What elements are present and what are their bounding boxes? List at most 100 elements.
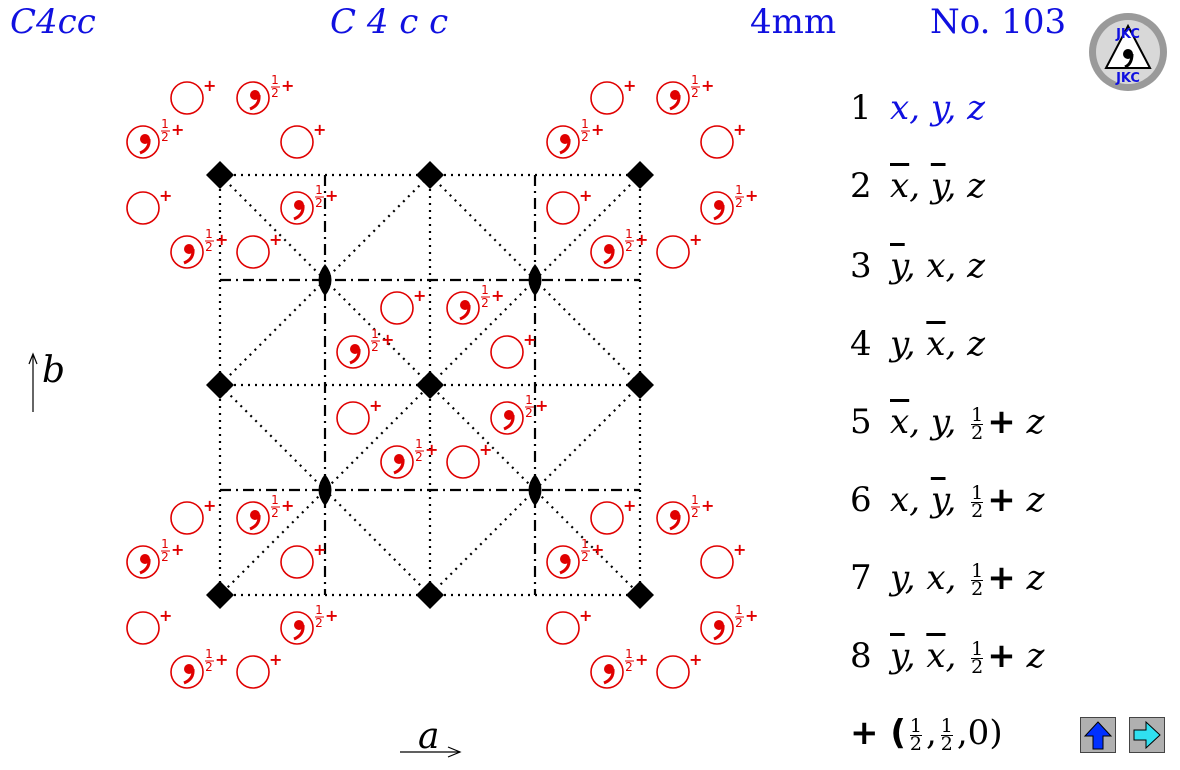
diagonal-line	[219, 174, 641, 596]
position-number: 2	[850, 166, 872, 206]
half-denominator: 2	[415, 450, 423, 464]
plus-label: +	[523, 330, 536, 349]
twofold-axis-symbol	[528, 264, 542, 296]
plus-label: +	[733, 540, 746, 559]
plus-label: +	[579, 186, 592, 205]
position-marker-comma: 12+	[700, 603, 758, 645]
coordinate: y	[890, 636, 905, 676]
fourfold-axis-symbol	[416, 161, 444, 189]
position-marker: +	[380, 286, 426, 325]
coordinate: x	[926, 636, 946, 676]
coordinate: z	[967, 166, 986, 206]
coordinate: y	[930, 480, 946, 520]
plus: +	[987, 480, 1016, 520]
position-marker-comma: 12+	[446, 283, 504, 325]
half-numerator: 1	[625, 647, 633, 661]
half-denominator: 2	[161, 550, 169, 564]
plus-label: +	[269, 650, 282, 669]
logo-text: JKC	[1115, 27, 1140, 42]
position-marker: +	[126, 186, 172, 225]
half-numerator: 1	[271, 493, 279, 507]
coordinate: y	[930, 402, 946, 442]
plus-label: +	[745, 606, 758, 625]
half-numerator: 1	[691, 493, 699, 507]
plus-label: +	[159, 186, 172, 205]
right-arrow-icon	[1133, 720, 1161, 750]
half-numerator: 1	[371, 327, 379, 341]
plus-label: +	[325, 606, 338, 625]
position-marker: +	[656, 650, 702, 689]
half-numerator: 1	[581, 117, 589, 131]
plus-label: +	[215, 650, 228, 669]
half-denominator: 2	[481, 296, 489, 310]
nav-right-button[interactable]	[1129, 717, 1165, 753]
half-denominator: 2	[161, 130, 169, 144]
position-marker: +	[236, 230, 282, 269]
position-marker: +	[700, 120, 746, 159]
half-numerator: 1	[271, 73, 279, 87]
plus-label: +	[623, 76, 636, 95]
plus-label: +	[269, 230, 282, 249]
plus: +	[987, 558, 1016, 598]
half-denominator: 2	[271, 506, 279, 520]
coordinate: y	[890, 324, 905, 364]
half-denominator: 2	[691, 506, 699, 520]
position-marker-comma: 12+	[126, 537, 184, 579]
logo-text-bottom: JKC	[1115, 71, 1140, 86]
axis-a-label: a	[400, 716, 462, 758]
position-marker: +	[590, 76, 636, 115]
position-marker-comma: 12+	[170, 647, 228, 689]
half-denominator: 2	[625, 660, 633, 674]
nav-up-button[interactable]	[1080, 717, 1116, 753]
position-number: 7	[850, 558, 872, 598]
half-denominator: 2	[205, 660, 213, 674]
plus-label: +	[635, 230, 648, 249]
coordinate: z	[967, 324, 986, 364]
half-numerator: 1	[315, 603, 323, 617]
plus-label: +	[701, 76, 714, 95]
position-number: 8	[850, 636, 872, 676]
fourfold-axis-symbol	[206, 371, 234, 399]
position-marker-comma: 12+	[490, 393, 548, 435]
half-denominator: 2	[205, 240, 213, 254]
plus-label: +	[381, 330, 394, 349]
half-numerator: 1	[691, 73, 699, 87]
half-denominator: 2	[581, 130, 589, 144]
position-marker-comma: 12+	[170, 227, 228, 269]
fourfold-axis-symbol	[626, 371, 654, 399]
jkc-logo[interactable]: JKC JKC	[1088, 12, 1168, 92]
full-symbol: C 4 c c	[330, 2, 449, 42]
plus-label: +	[623, 496, 636, 515]
plus-label: +	[745, 186, 758, 205]
plus-label: +	[479, 440, 492, 459]
plus-label: +	[591, 540, 604, 559]
half-numerator: 1	[735, 183, 743, 197]
half-numerator: 1	[581, 537, 589, 551]
plus-label: +	[159, 606, 172, 625]
coordinate: x	[890, 402, 910, 442]
point-group: 4mm	[750, 2, 837, 42]
position-marker: +	[700, 540, 746, 579]
twofold-axis-symbol	[528, 474, 542, 506]
half-denominator: 2	[315, 616, 323, 630]
half-denominator: 2	[315, 196, 323, 210]
position-number: 4	[850, 324, 872, 364]
fourfold-axis-symbol	[626, 581, 654, 609]
plus-label: +	[325, 186, 338, 205]
position-marker: +	[656, 230, 702, 269]
space-group-number: No. 103	[930, 2, 1067, 42]
fourfold-axis-symbol	[416, 581, 444, 609]
coordinate: x	[926, 246, 946, 286]
half-numerator: 1	[161, 537, 169, 551]
plus: +	[987, 636, 1016, 676]
coordinate: x	[890, 88, 910, 128]
position-marker: +	[236, 650, 282, 689]
